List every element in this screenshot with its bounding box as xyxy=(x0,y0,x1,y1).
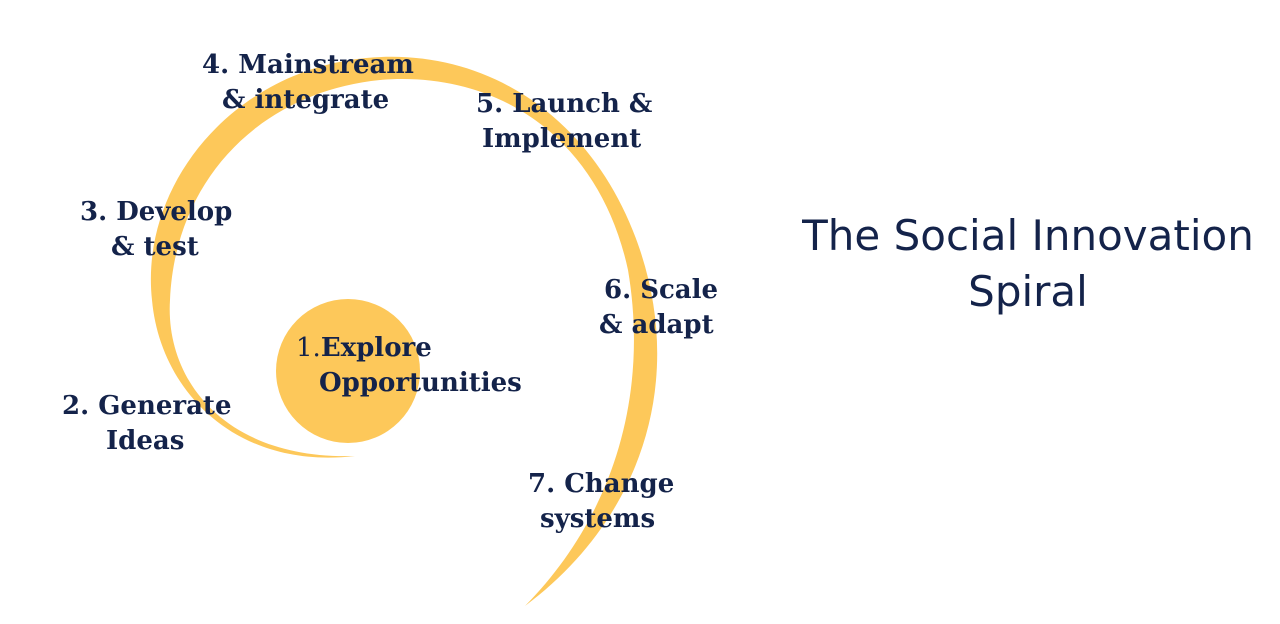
stage-3-label: 3. Develop & test xyxy=(80,195,232,265)
stage-2-line1: 2. Generate xyxy=(62,391,232,421)
stage-5-label: 5. Launch & Implement xyxy=(476,87,652,157)
stage-3-line2: & test xyxy=(111,232,199,262)
stage-4-label: 4. Mainstream & integrate xyxy=(202,48,414,118)
stage-6-line2: & adapt xyxy=(599,310,714,340)
stage-2-label: 2. Generate Ideas xyxy=(62,389,231,459)
slide-title: The Social Innovation Spiral xyxy=(790,208,1266,320)
stage-4-line1: 4. Mainstream xyxy=(202,50,414,80)
stage-5-line2: Implement xyxy=(482,124,642,154)
slide-title-line1: The Social Innovation xyxy=(802,211,1254,260)
stage-2-line2: Ideas xyxy=(106,426,185,456)
spiral-center-circle xyxy=(276,299,420,443)
stage-3-line1: 3. Develop xyxy=(80,197,233,227)
slide-title-line2: Spiral xyxy=(968,267,1088,316)
stage-1-label: 1.Explore Opportunities xyxy=(296,331,522,401)
stage-1-number: 1. xyxy=(296,333,321,363)
stage-7-label: 7. Change systems xyxy=(528,467,674,537)
stage-6-label: 6. Scale & adapt xyxy=(599,273,718,343)
stage-4-line2: & integrate xyxy=(222,85,390,115)
stage-6-line1: 6. Scale xyxy=(604,275,719,305)
stage-7-line2: systems xyxy=(540,504,656,534)
stage-7-line1: 7. Change xyxy=(528,469,675,499)
stage-1-line2: Opportunities xyxy=(319,368,522,398)
stage-1-line1: Explore xyxy=(320,333,432,363)
stage-5-line1: 5. Launch & xyxy=(476,89,653,119)
